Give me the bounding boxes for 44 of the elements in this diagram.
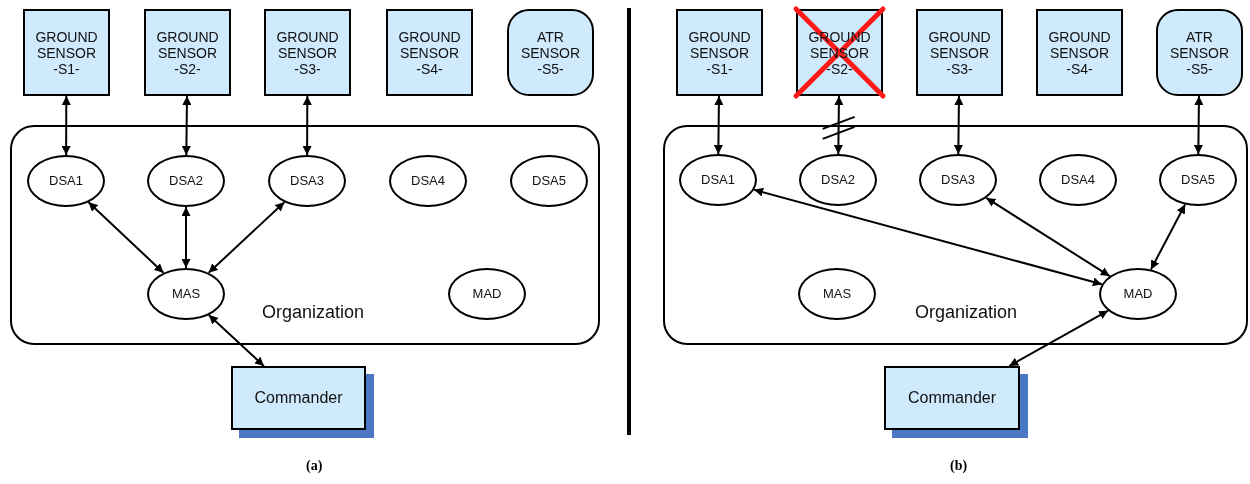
sensor-box bbox=[1156, 9, 1243, 96]
node-label: DSA1 bbox=[49, 173, 83, 189]
node-label: DSA4 bbox=[411, 173, 445, 189]
sensor-box bbox=[144, 9, 231, 96]
container-heading: Organization bbox=[262, 302, 365, 322]
organization-container bbox=[10, 125, 600, 345]
node-label: DSA4 bbox=[1061, 172, 1095, 188]
node-label: DSA5 bbox=[1181, 172, 1215, 188]
sensor-box bbox=[386, 9, 473, 96]
node-label: DSA1 bbox=[701, 172, 735, 188]
node-label: GROUND SENSOR -S3- bbox=[927, 28, 992, 77]
node-label: DSA2 bbox=[169, 173, 203, 189]
organization-container bbox=[663, 125, 1248, 345]
agent-ellipse bbox=[919, 154, 997, 206]
container-heading: Organization bbox=[915, 302, 1018, 322]
sensor-box bbox=[1036, 9, 1123, 96]
node-label: GROUND SENSOR -S4- bbox=[1047, 28, 1112, 77]
node-label: GROUND SENSOR -S1- bbox=[687, 28, 752, 77]
agent-ellipse bbox=[679, 154, 757, 206]
sensor-box bbox=[507, 9, 594, 96]
node-label: DSA2 bbox=[821, 172, 855, 188]
sensor-box bbox=[676, 9, 763, 96]
node-label: DSA3 bbox=[290, 173, 324, 189]
node-label: MAS bbox=[822, 286, 852, 302]
node-label: GROUND SENSOR -S4- bbox=[397, 28, 462, 77]
sensor-box bbox=[916, 9, 1003, 96]
node-label: Commander bbox=[254, 390, 343, 406]
panel-caption: (b) bbox=[950, 458, 968, 474]
node-label: ATR SENSOR -S5- bbox=[1168, 28, 1231, 77]
node-label: MAS bbox=[171, 286, 201, 302]
agent-ellipse bbox=[1099, 268, 1177, 320]
node-label: ATR SENSOR -S5- bbox=[519, 28, 582, 77]
node-label: GROUND SENSOR -S2- bbox=[155, 28, 220, 77]
node-label: DSA3 bbox=[941, 172, 975, 188]
node-label: MAD bbox=[472, 286, 502, 302]
sensor-box bbox=[264, 9, 351, 96]
panel-caption: (a) bbox=[306, 458, 323, 474]
agent-ellipse bbox=[799, 154, 877, 206]
node-label: GROUND SENSOR -S3- bbox=[275, 28, 340, 77]
node-label: MAD bbox=[1123, 286, 1153, 302]
sensor-box bbox=[23, 9, 110, 96]
node-label: GROUND SENSOR -S1- bbox=[34, 28, 99, 77]
node-label: Commander bbox=[908, 390, 996, 406]
node-label: DSA5 bbox=[532, 173, 566, 189]
